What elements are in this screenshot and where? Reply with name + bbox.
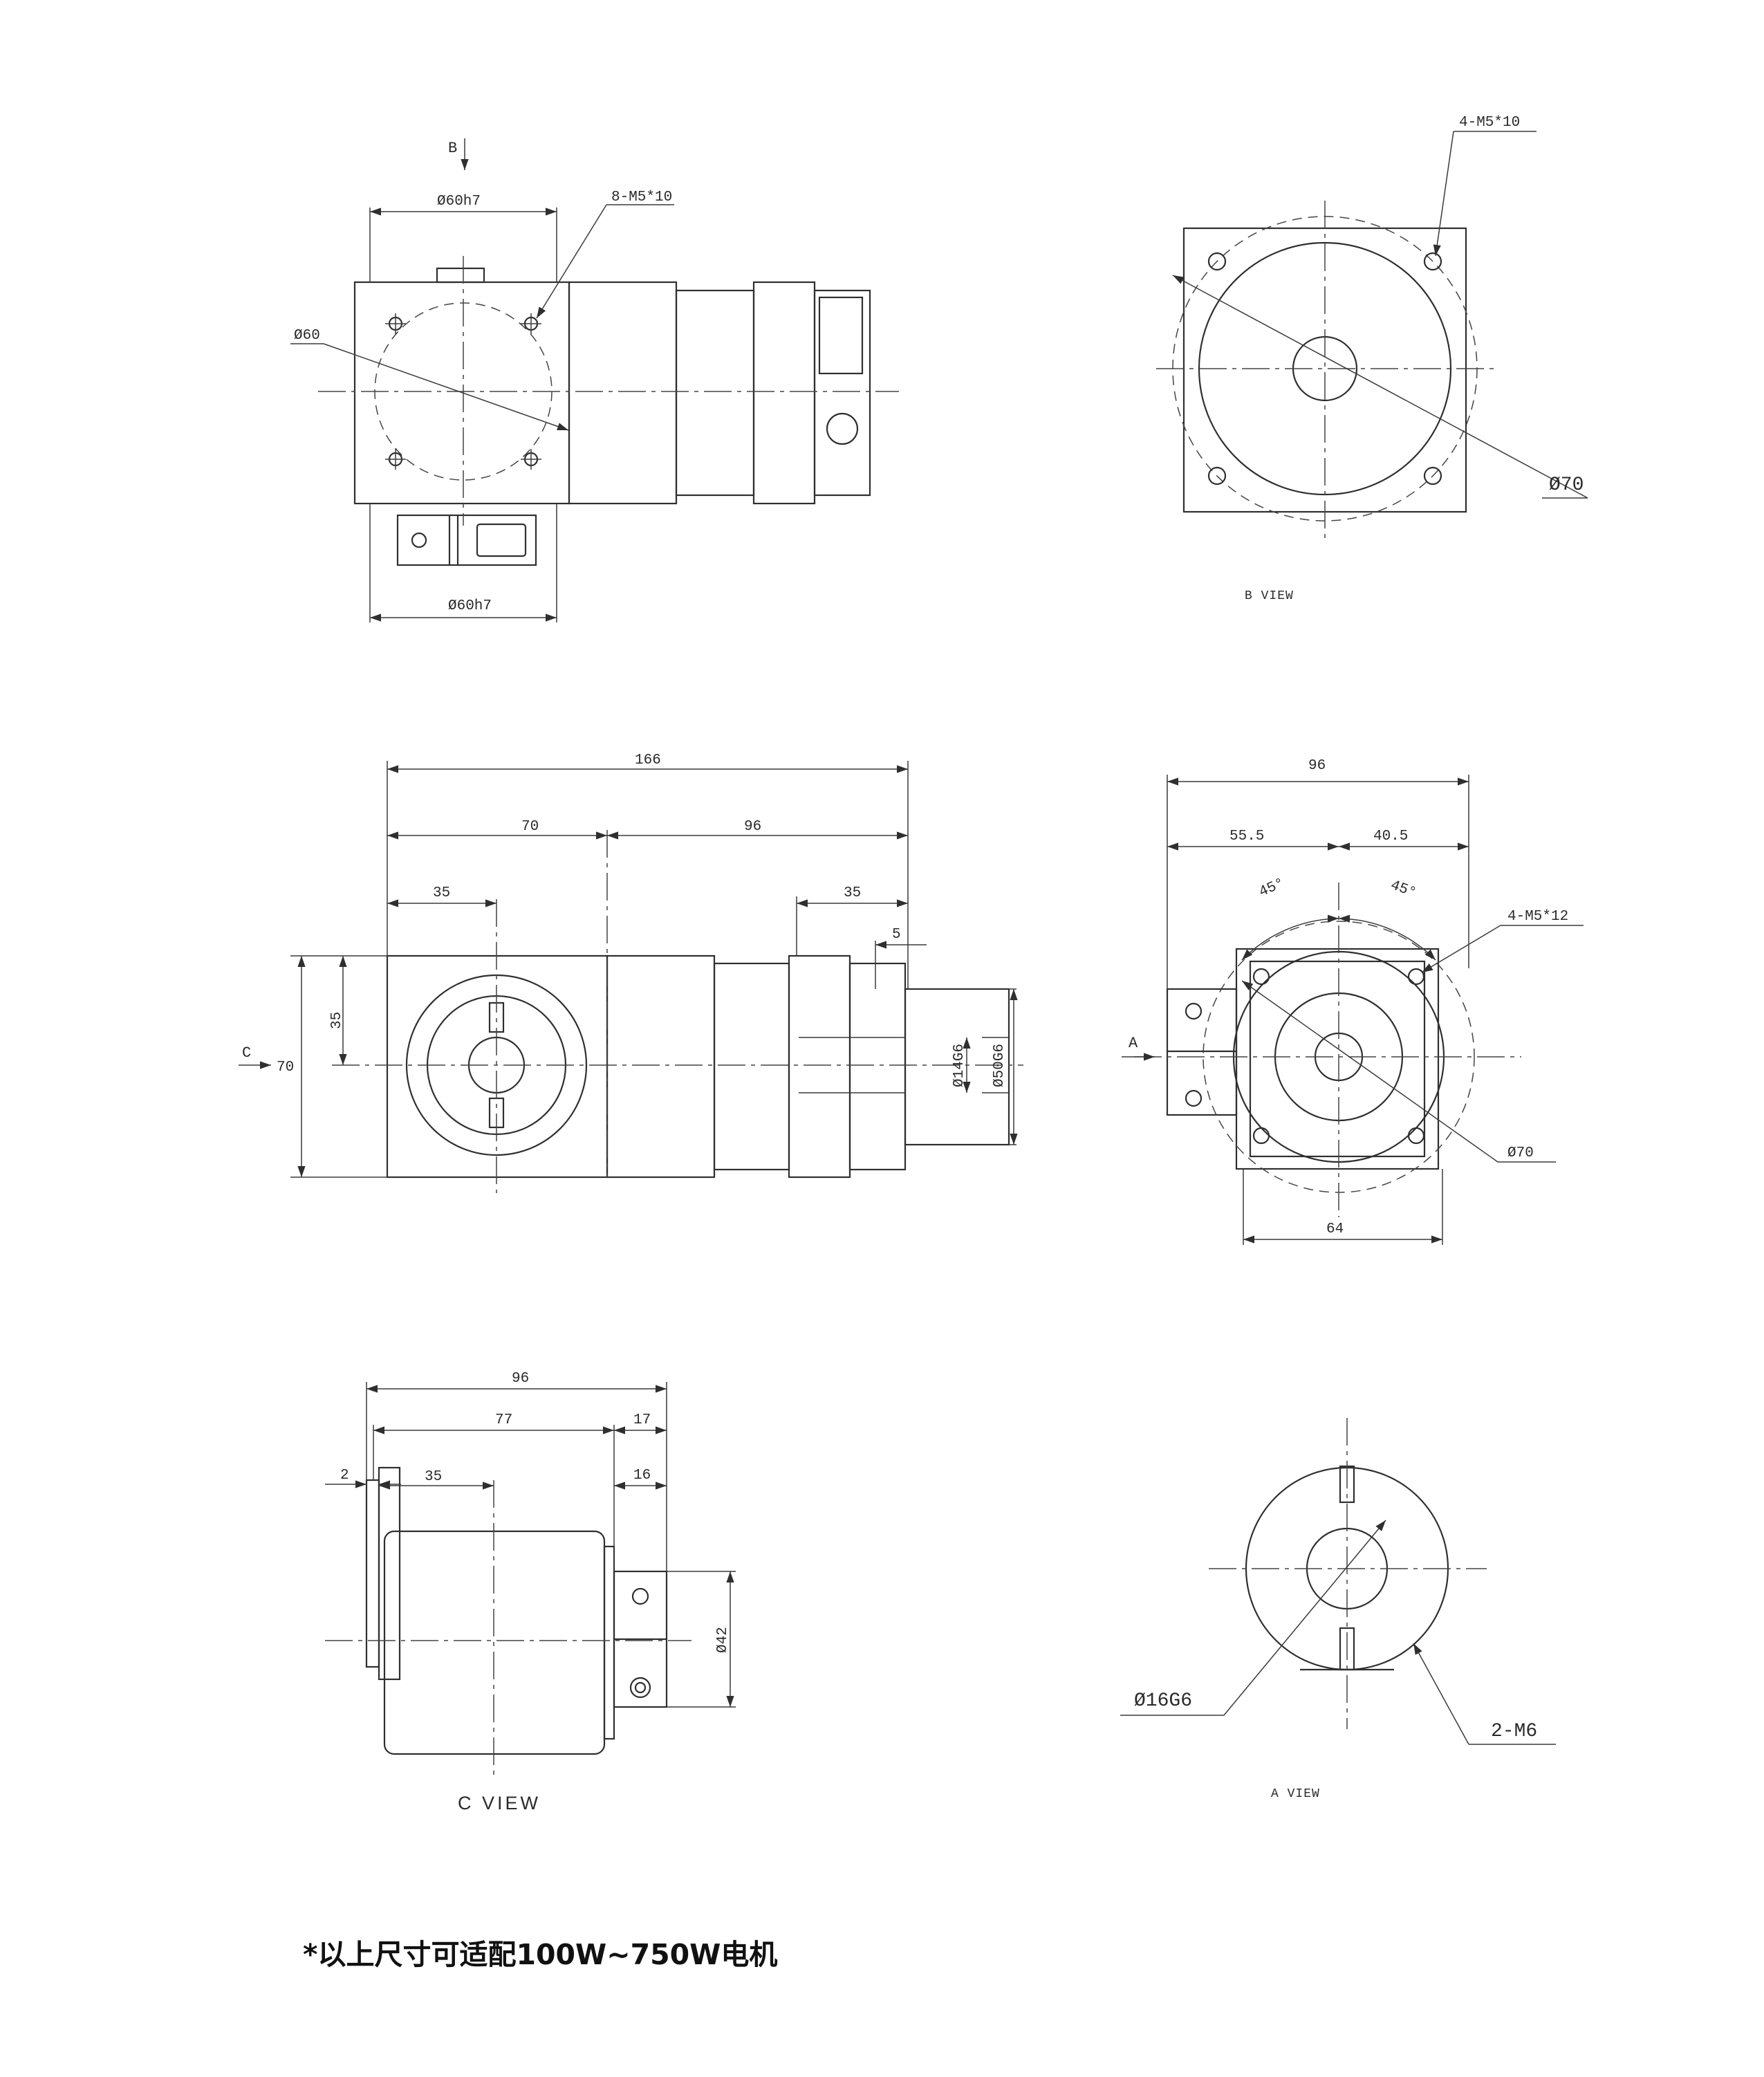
view-c-arrow-label: C: [242, 1044, 251, 1062]
front-left-dim: 70: [521, 819, 539, 835]
clamp-block: [396, 514, 537, 566]
bottom-flange-dia-dim: Ø60h7: [448, 598, 492, 614]
a-view: Ø16G6 2-M6 A VIEW: [1120, 1418, 1556, 1801]
front-step-dim: 5: [892, 927, 901, 943]
view-a-arrow-label: A: [1129, 1035, 1138, 1052]
c-height-dim: Ø42: [715, 1627, 731, 1653]
front-height-dim: 70: [277, 1060, 294, 1076]
output-housing: [568, 281, 678, 505]
c-overall-dim: 96: [512, 1371, 529, 1387]
c-clamp-width-dim: 16: [633, 1468, 651, 1484]
right-right-dim: 40.5: [1373, 829, 1408, 844]
c-gap-dim: 2: [340, 1468, 349, 1484]
front-shaft-dia-dim: Ø14G6: [951, 1044, 967, 1087]
b-view: 4-M5*10 Ø70 B VIEW: [1156, 115, 1588, 603]
top-flange-dia-dim: Ø60h7: [437, 194, 481, 210]
a-view-title: A VIEW: [1271, 1787, 1320, 1801]
top-view: B Ø60h7: [290, 138, 899, 622]
right-holes-callout: 4-M5*12: [1507, 909, 1568, 925]
view-b-arrow-label: B: [448, 140, 457, 157]
top-pcd-dim: Ø60: [294, 328, 320, 344]
b-view-pcd-dim: Ø70: [1549, 474, 1584, 496]
c-body-dim: 77: [495, 1412, 512, 1428]
front-gearbox-housing: [386, 954, 609, 1179]
c-clamp-dim: 17: [633, 1412, 651, 1428]
right-angle-left-dim: 45°: [1256, 876, 1287, 901]
footnote: *以上尺寸可适配100W~750W电机: [303, 1938, 778, 1971]
front-shaft: [904, 988, 1010, 1146]
c-bore-offset-dim: 35: [425, 1469, 442, 1485]
b-view-holes-callout: 4-M5*10: [1459, 115, 1520, 131]
c-view-title: C VIEW: [458, 1793, 541, 1813]
front-half-height-dim: 35: [329, 1012, 345, 1029]
right-view: A 96 55.5 40.5 45° 45° 4-M5*12 Ø70 64: [1122, 758, 1584, 1245]
right-pcd-dim: Ø70: [1507, 1145, 1534, 1161]
right-bottom-dim: 64: [1326, 1221, 1344, 1237]
a-view-bore-dim: Ø16G6: [1134, 1690, 1192, 1712]
right-width-dim: 96: [1308, 758, 1326, 774]
front-right-dim: 96: [744, 819, 761, 835]
top-holes-callout: 8-M5*10: [611, 190, 672, 205]
a-view-screws-dim: 2-M6: [1491, 1721, 1537, 1742]
b-view-title: B VIEW: [1245, 589, 1294, 603]
front-view: C 166 70 96 35 35 5 70 35 Ø14G6: [239, 753, 1023, 1193]
front-bore-offset-dim: 35: [433, 885, 450, 901]
right-angle-right-dim: 45°: [1389, 878, 1418, 902]
front-pilot-dia-dim: Ø50G6: [992, 1044, 1008, 1087]
c-view: 96 77 17 2 35 16 Ø42 C VIEW: [325, 1371, 736, 1813]
c-view-body: [383, 1530, 606, 1755]
front-overall-dim: 166: [635, 753, 661, 768]
right-left-dim: 55.5: [1229, 829, 1264, 844]
front-shaft-length-dim: 35: [844, 885, 861, 901]
